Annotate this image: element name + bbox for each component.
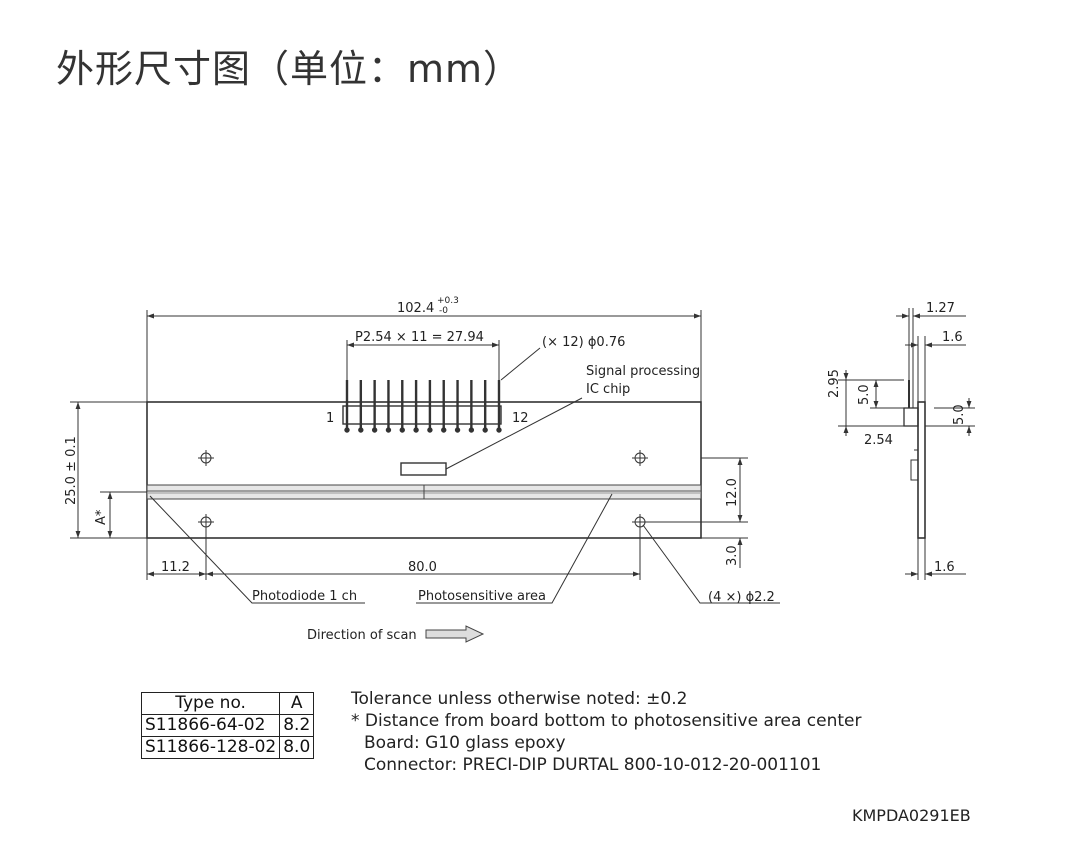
header-type-no: Type no. xyxy=(140,692,281,715)
connector-pin-tip xyxy=(344,427,350,433)
label-photodiode: Photodiode 1 ch xyxy=(252,589,357,604)
side-dim-1-27: 1.27 xyxy=(926,301,955,316)
dim-3: 3.0 xyxy=(725,545,740,566)
pin-label-first: 1 xyxy=(326,411,334,426)
note-connector: Connector: PRECI-DIP DURTAL 800-10-012-2… xyxy=(364,755,822,775)
dim-overall-tol-minus: -0 xyxy=(439,306,448,316)
connector-pin-tip xyxy=(468,427,475,433)
type-no-cell: S11866-128-02 xyxy=(140,736,281,759)
connector-pin-tip xyxy=(358,427,364,433)
side-board xyxy=(917,401,926,539)
note-board: Board: G10 glass epoxy xyxy=(364,733,566,753)
dim-pin-pitch: P2.54 × 11 = 27.94 xyxy=(355,330,484,345)
label-photosensitive: Photosensitive area xyxy=(418,589,546,604)
connector-pins xyxy=(344,380,502,433)
dim-80: 80.0 xyxy=(408,560,437,575)
dim-pin-diameter: (× 12) ϕ0.76 xyxy=(542,335,625,350)
board-outline xyxy=(146,401,702,539)
dim-height: 25.0 ± 0.1 xyxy=(64,436,79,505)
pin-label-last: 12 xyxy=(512,411,529,426)
connector-pin-tip xyxy=(399,427,405,433)
a-value-cell: 8.2 xyxy=(279,714,315,737)
connector-pin-tip xyxy=(427,427,433,433)
dim-overall-length: 102.4 xyxy=(397,301,434,316)
drawing-code: KMPDA0291EB xyxy=(852,806,971,825)
header-a: A xyxy=(279,692,315,715)
connector-body xyxy=(342,405,502,425)
notes: Tolerance unless otherwise noted: ±0.2 *… xyxy=(351,688,861,776)
note-tolerance: Tolerance unless otherwise noted: ±0.2 xyxy=(351,689,688,709)
dim-11-2: 11.2 xyxy=(161,560,190,575)
connector-pin-tip xyxy=(454,427,461,433)
label-scan: Direction of scan xyxy=(307,628,417,643)
table-row: S11866-128-02 8.0 xyxy=(140,736,315,759)
type-no-cell: S11866-64-02 xyxy=(140,714,281,737)
side-dim-5-0-left: 5.0 xyxy=(857,384,872,405)
dim-12: 12.0 xyxy=(725,478,740,507)
side-dim-2-95: 2.95 xyxy=(827,369,842,398)
table-header-row: Type no. A xyxy=(140,692,315,715)
dim-hole: (4 ×) ϕ2.2 xyxy=(708,590,775,605)
front-view xyxy=(70,310,780,643)
connector-pin-tip xyxy=(441,427,447,433)
side-dim-1-6-top: 1.6 xyxy=(942,330,963,345)
dim-overall-tol-plus: +0.3 xyxy=(437,296,459,306)
page-title: 外形尺寸图（单位：mm） xyxy=(56,47,523,91)
table-row: S11866-64-02 8.2 xyxy=(140,714,315,737)
type-table: Type no. A S11866-64-02 8.2 S11866-128-0… xyxy=(140,692,315,759)
side-dim-2-54: 2.54 xyxy=(864,433,893,448)
dim-a: A* xyxy=(94,509,109,525)
scan-arrow xyxy=(425,625,485,643)
side-connector xyxy=(903,407,919,427)
connector-pin-tip xyxy=(371,427,378,433)
connector-pin-tip xyxy=(482,427,488,433)
connector-pin-tip xyxy=(385,427,392,433)
note-distance: * Distance from board bottom to photosen… xyxy=(351,711,862,731)
side-dim-5-0-right: 5.0 xyxy=(952,404,967,425)
connector-pin-tip xyxy=(496,427,502,433)
side-view xyxy=(838,308,975,580)
side-dim-1-6-bottom: 1.6 xyxy=(934,560,955,575)
ic-chip xyxy=(400,462,447,476)
connector-pin-tip xyxy=(413,427,419,433)
label-ic-chip-line2: IC chip xyxy=(586,382,630,397)
label-ic-chip-line1: Signal processing xyxy=(586,364,700,379)
a-value-cell: 8.0 xyxy=(279,736,315,759)
